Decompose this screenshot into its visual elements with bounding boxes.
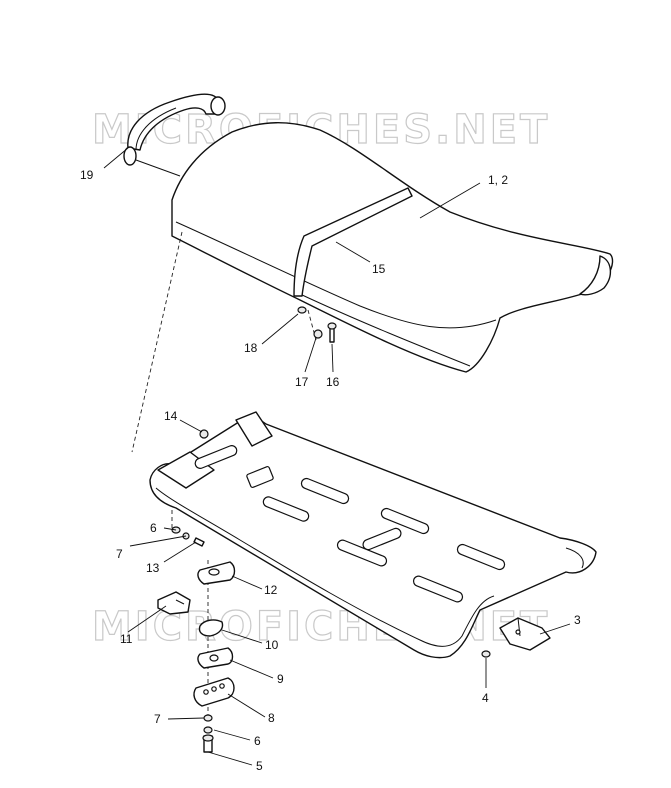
grab-handle (123, 93, 226, 177)
callout-17: 17 (295, 375, 309, 389)
callout-18: 18 (244, 341, 258, 355)
seat-cushion (171, 122, 614, 373)
callout-10: 10 (265, 638, 279, 652)
assembly-line-seat (131, 231, 183, 453)
callout-8: 8 (268, 711, 275, 725)
leader-lines (103, 147, 571, 766)
callout-5: 5 (256, 759, 263, 773)
mounting-hardware (157, 510, 236, 753)
callout-7-upper: 7 (116, 547, 123, 561)
callout-9: 9 (277, 672, 284, 686)
callout-4: 4 (482, 691, 489, 705)
callout-3: 3 (574, 613, 581, 627)
rear-platform (149, 411, 597, 659)
callout-14: 14 (164, 409, 178, 423)
callout-6-lower: 6 (254, 734, 261, 748)
nut-4 (481, 650, 491, 658)
seat-strap (293, 187, 413, 297)
callout-13: 13 (146, 561, 160, 575)
callout-6-upper: 6 (150, 521, 157, 535)
callout-19: 19 (80, 168, 94, 182)
bracket-3 (499, 617, 551, 651)
callout-15: 15 (372, 262, 386, 276)
callout-12: 12 (264, 583, 278, 597)
seat-hardware (297, 306, 337, 343)
callout-16: 16 (326, 375, 340, 389)
callout-labels: 1, 2 3 4 5 6 6 7 7 8 9 10 11 12 13 14 15… (80, 168, 581, 773)
watermark-bottom: MICROFICHES.NET (92, 604, 550, 650)
callout-7-lower: 7 (154, 712, 161, 726)
callout-1-2: 1, 2 (488, 173, 508, 187)
callout-11: 11 (120, 632, 133, 646)
